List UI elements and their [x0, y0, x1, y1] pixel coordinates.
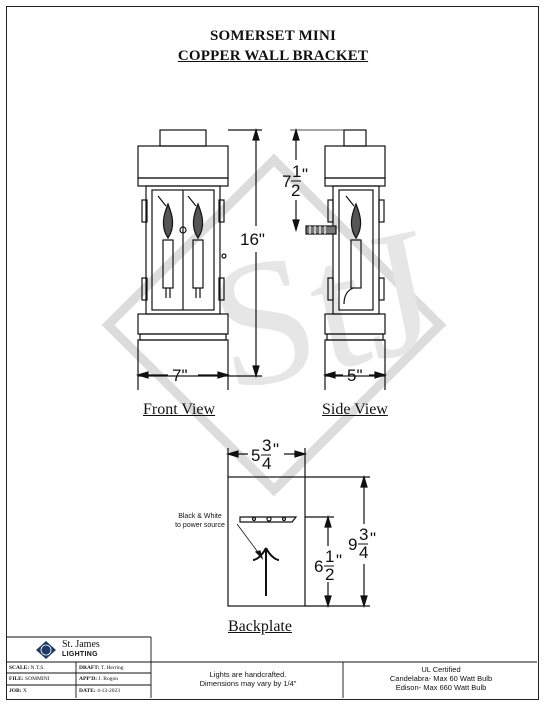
front-view-label: Front View — [143, 401, 216, 418]
handcrafted-line1: Lights are handcrafted. — [209, 670, 287, 679]
bp-height-inch: " — [370, 529, 376, 548]
power-note-line1: Black & White — [178, 513, 222, 520]
company-line1: St. James — [62, 639, 100, 650]
front-height-dimension — [228, 127, 262, 379]
side-top-label: 7 1 2 " — [282, 162, 308, 200]
bp-width-inch: " — [273, 440, 279, 459]
backplate-width-label: 5 3 4 " — [251, 436, 279, 473]
side-top-whole: 7 — [282, 172, 291, 191]
side-width-label: 5" — [347, 366, 363, 385]
side-top-dimension — [290, 127, 344, 233]
company-name: St. James LIGHTING — [62, 640, 100, 660]
backplate-width-dimension — [225, 448, 308, 477]
side-width-dimension — [322, 371, 388, 390]
date-field: DATE: 4-13-2023 — [79, 688, 121, 694]
power-source-note: Black & White to power source — [160, 512, 240, 530]
front-height-label: 16" — [240, 230, 265, 249]
bp-height-num: 3 — [359, 525, 368, 544]
side-top-num: 1 — [292, 162, 301, 181]
bp-width-den: 4 — [262, 454, 271, 473]
side-top-inch: " — [302, 165, 308, 184]
scale-field: SCALE: N.T.S. — [9, 665, 45, 671]
front-width-label: 7" — [172, 366, 188, 385]
handcrafted-note: Lights are handcrafted. Dimensions may v… — [153, 670, 343, 688]
bp-mount-inch: " — [336, 551, 342, 570]
draft-field: DRAFT: T. Herring — [79, 665, 124, 671]
handcrafted-line2: Dimensions may vary by 1/4" — [199, 679, 297, 688]
company-line2: LIGHTING — [62, 651, 98, 658]
mounting-bolt — [305, 225, 337, 235]
cert-line3: Edison- Max 660 Watt Bulb — [395, 683, 487, 692]
power-note-line2: to power source — [175, 522, 225, 529]
drawing-title: SOMERSET MINI — [209, 28, 337, 44]
bp-mount-whole: 6 — [314, 557, 323, 576]
side-view-lantern — [305, 129, 386, 377]
bp-mount-den: 2 — [325, 565, 334, 584]
bp-height-den: 4 — [359, 543, 368, 562]
side-top-den: 2 — [291, 181, 300, 200]
backplate-label: Backplate — [228, 618, 292, 635]
bp-width-num: 3 — [262, 436, 271, 455]
job-field: JOB: X — [9, 688, 27, 694]
front-width-dimension — [135, 371, 231, 390]
bp-mount-num: 1 — [325, 547, 334, 566]
backplate-height-dimension — [305, 474, 370, 609]
certification-note: UL Certified Candelabra- Max 60 Watt Bul… — [345, 665, 537, 692]
side-view-label: Side View — [322, 401, 388, 418]
front-view-lantern — [137, 129, 229, 377]
drawing-subtitle: COPPER WALL BRACKET — [177, 48, 369, 64]
drawing-frame — [6, 6, 539, 700]
backplate-mount-dimension — [305, 514, 370, 609]
bp-width-whole: 5 — [251, 446, 260, 465]
st-james-logo-icon — [36, 641, 56, 659]
appd-field: APP'D: J. Rogon — [79, 676, 118, 682]
backplate-outline — [227, 476, 306, 607]
title-block-grid — [6, 636, 537, 698]
cert-line2: Candelabra- Max 60 Watt Bulb — [389, 674, 493, 683]
backplate-mount-label: 6 1 2 " — [314, 547, 342, 584]
file-field: FILE: SOMMINI — [9, 676, 50, 682]
backplate-height-label: 9 3 4 " — [348, 525, 376, 562]
cert-line1: UL Certified — [421, 665, 461, 674]
svg-text:StJ: StJ — [194, 189, 451, 429]
watermark-logo: StJ — [101, 153, 451, 497]
bp-height-whole: 9 — [348, 535, 357, 554]
